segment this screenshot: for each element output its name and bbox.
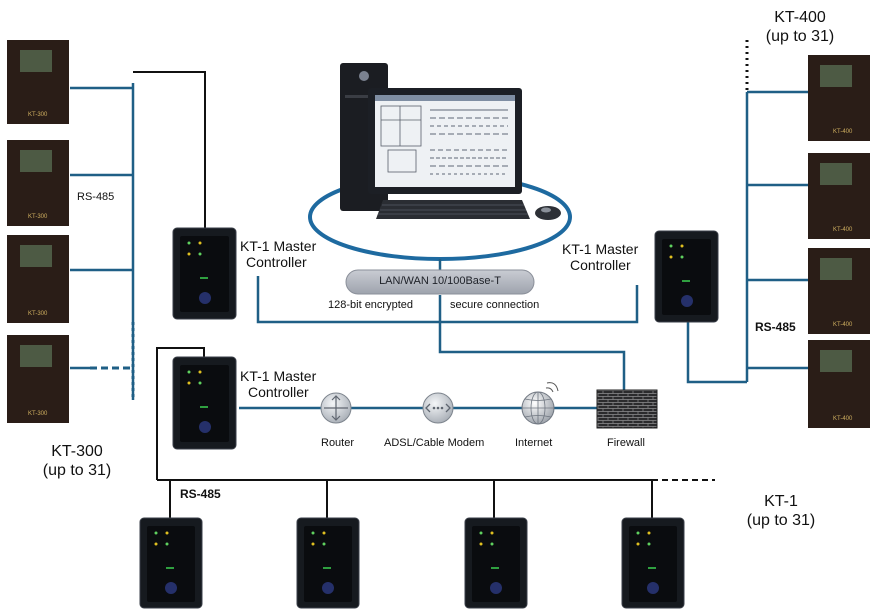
master-controller-label-right: KT-1 Master Controller bbox=[562, 241, 639, 273]
master-controller-label-middle: KT-1 Master Controller bbox=[240, 368, 317, 400]
kt300-title: KT-300 bbox=[51, 443, 103, 460]
svg-text:KT-300: KT-300 bbox=[28, 311, 48, 317]
rs485-right-label: RS-485 bbox=[755, 320, 796, 334]
kt400-panel: KT-400 bbox=[808, 340, 870, 428]
svg-text:KT-400: KT-400 bbox=[833, 129, 853, 135]
kt400-panel-stack: KT-400 KT-400 KT-400 KT-400 bbox=[808, 55, 870, 428]
kt1-controller bbox=[621, 517, 685, 609]
kt1-controller bbox=[296, 517, 360, 609]
secure-connection-label: secure connection bbox=[450, 299, 540, 311]
kt1-master-controller-middle bbox=[172, 356, 237, 450]
firewall-label: Firewall bbox=[607, 437, 645, 449]
continuation-marks bbox=[90, 40, 749, 481]
kt400-label: KT-400 (up to 31) bbox=[760, 8, 840, 46]
kt1-controller bbox=[464, 517, 528, 609]
kt1-title: KT-1 bbox=[764, 493, 798, 510]
rs485-left-label: RS-485 bbox=[77, 191, 115, 203]
kt400-title: KT-400 bbox=[774, 9, 826, 26]
computer-workstation bbox=[340, 63, 561, 220]
black-rs485-wires bbox=[133, 71, 653, 518]
modem-device bbox=[422, 392, 454, 424]
svg-text:KT-400: KT-400 bbox=[833, 322, 853, 328]
kt1-count: (up to 31) bbox=[746, 512, 816, 529]
svg-text:KT-300: KT-300 bbox=[28, 112, 48, 118]
kt1-master-controller-right bbox=[654, 230, 719, 323]
svg-text:KT-300: KT-300 bbox=[28, 214, 48, 220]
router-device bbox=[320, 392, 352, 424]
kt300-panel: KT-300 bbox=[7, 40, 69, 124]
kt300-panel-stack: KT-300 KT-300 KT-300 KT-300 bbox=[7, 40, 69, 423]
kt300-panel: KT-300 bbox=[7, 235, 69, 323]
rs485-bottom-label: RS-485 bbox=[180, 487, 221, 501]
kt400-panel: KT-400 bbox=[808, 248, 870, 334]
master-link bbox=[256, 276, 639, 324]
internet-label: Internet bbox=[515, 437, 553, 449]
kt400-count: (up to 31) bbox=[765, 28, 835, 45]
kt300-count: (up to 31) bbox=[42, 462, 112, 479]
lan-pill bbox=[345, 269, 535, 295]
kt1-master-controller-left bbox=[172, 227, 237, 320]
encrypted-label: 128-bit encrypted bbox=[328, 299, 413, 311]
kt1-controller bbox=[139, 517, 203, 609]
kt400-panel: KT-400 bbox=[808, 55, 870, 141]
kt300-panel: KT-300 bbox=[7, 335, 69, 423]
kt300-label: KT-300 (up to 31) bbox=[32, 442, 122, 480]
master-controller-label-left: KT-1 Master Controller bbox=[240, 238, 317, 270]
internet-globe bbox=[521, 382, 559, 425]
svg-text:KT-400: KT-400 bbox=[833, 416, 853, 422]
modem-label: ADSL/Cable Modem bbox=[384, 437, 485, 449]
kt400-panel: KT-400 bbox=[808, 153, 870, 239]
svg-text:KT-400: KT-400 bbox=[833, 227, 853, 233]
firewall-link bbox=[438, 295, 626, 392]
firewall-device bbox=[596, 389, 658, 429]
kt1-label: KT-1 (up to 31) bbox=[736, 492, 826, 530]
router-label: Router bbox=[321, 437, 355, 449]
svg-text:KT-300: KT-300 bbox=[28, 411, 48, 417]
kt300-panel: KT-300 bbox=[7, 140, 69, 226]
lan-pill-label: LAN/WAN 10/100Base-T bbox=[379, 275, 501, 287]
